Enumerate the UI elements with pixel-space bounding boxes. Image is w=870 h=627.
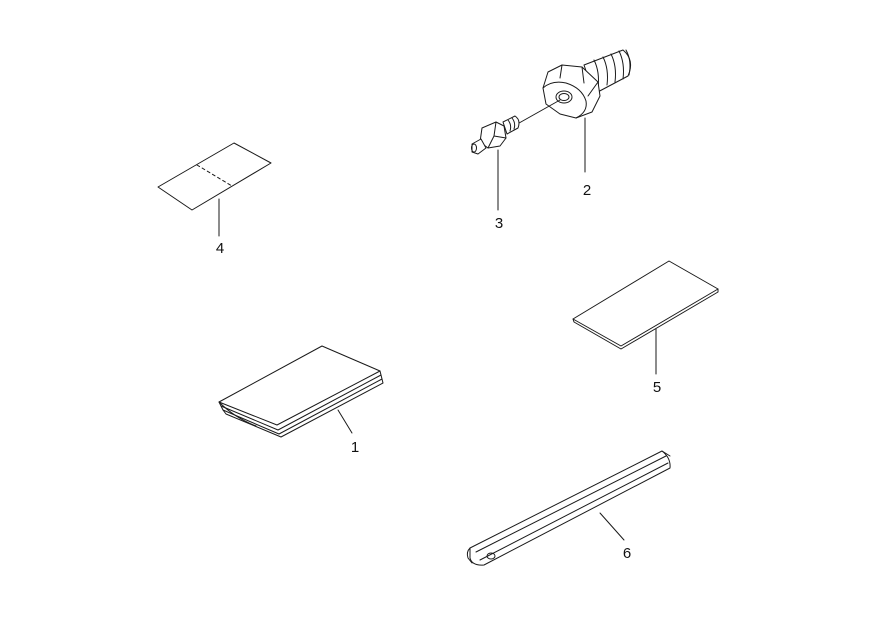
bracket-part bbox=[466, 450, 671, 566]
part-number-label: 2 bbox=[583, 182, 591, 199]
nozzle-part bbox=[471, 115, 520, 211]
part-number-label: 4 bbox=[216, 240, 224, 257]
leader-line-1 bbox=[337, 409, 353, 434]
part-number-label: 6 bbox=[623, 545, 631, 562]
part-number-label: 3 bbox=[495, 215, 503, 232]
card-part bbox=[157, 142, 272, 237]
manual-part bbox=[218, 345, 384, 438]
bolt-part bbox=[542, 49, 632, 173]
part-number-label: 5 bbox=[653, 379, 661, 396]
part-number-label: 1 bbox=[351, 439, 359, 456]
sheet-part bbox=[572, 260, 719, 375]
assembly-axis-line bbox=[511, 99, 561, 128]
leader-line-6 bbox=[599, 512, 625, 541]
